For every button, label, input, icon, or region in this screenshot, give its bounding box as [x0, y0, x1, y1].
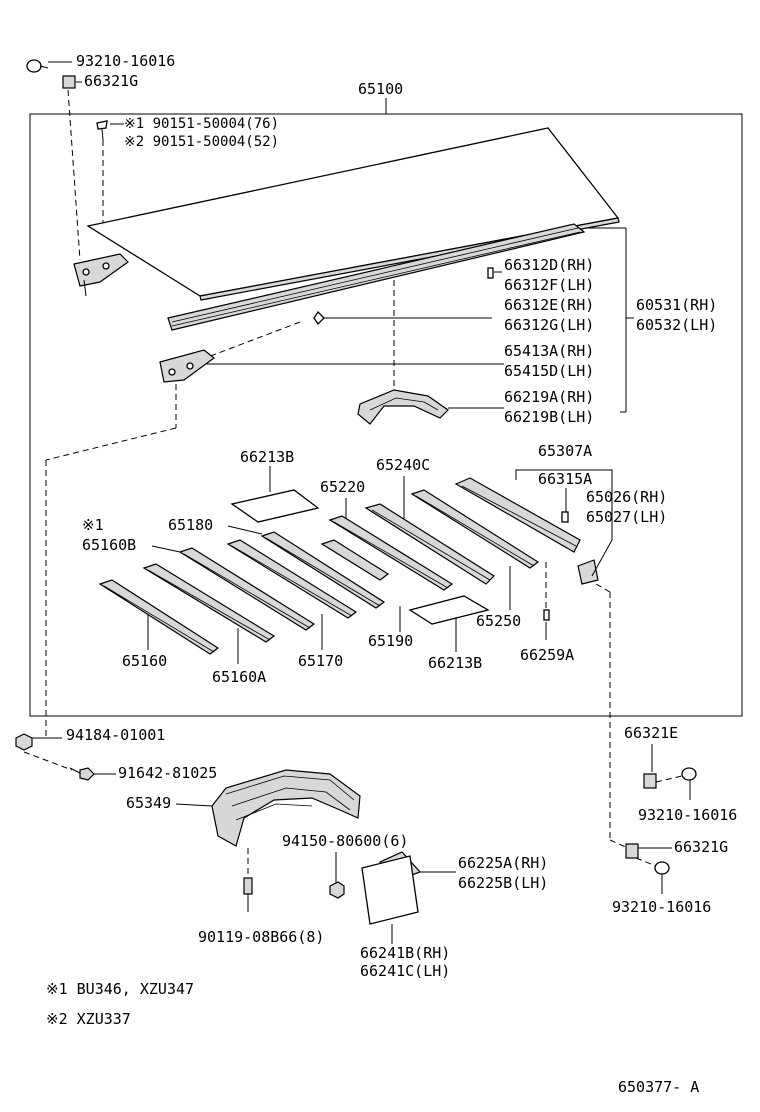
bolt-right-2-label: 93210-16016: [612, 898, 711, 916]
nut-top-left-label: 66321G: [84, 72, 138, 90]
seal-66312e-icon: [313, 310, 325, 326]
nut-66321e-label: 66321E: [624, 724, 678, 742]
sill-65307a-label: 65307A: [538, 442, 592, 460]
bolt-top-left-label: 93210-16016: [76, 52, 175, 70]
leader: [227, 525, 263, 535]
member-65250-icon: [410, 489, 540, 569]
bracket-line: [515, 469, 613, 540]
dashed-guide: [609, 839, 629, 849]
leader: [151, 545, 181, 553]
bracket-65026-icon: [577, 559, 599, 585]
part-65026-label: 65026(RH): [586, 488, 667, 506]
seal-lh-1-label: 66312F(LH): [504, 276, 594, 294]
member-65160-label: 65160: [122, 652, 167, 670]
pad-bottom-icon: [408, 595, 490, 625]
mudguard-65349-icon: [211, 769, 361, 847]
bracket-lh-label: 65415D(LH): [504, 362, 594, 380]
member-65220-label: 65220: [320, 478, 365, 496]
footnote-2: ※2 XZU337: [46, 1010, 131, 1028]
nut-top-left-icon: [62, 75, 76, 89]
note-1-label: ※1: [82, 516, 104, 534]
bolt-90119-icon: [243, 877, 253, 912]
bracket-66225b-label: 66225B(LH): [458, 874, 548, 892]
part-66315a-icon: [561, 511, 569, 523]
seal-66312d-icon: [487, 267, 494, 279]
pad-top-icon: [230, 489, 320, 523]
dashed-guide: [45, 427, 177, 461]
member-65250-label: 65250: [476, 612, 521, 630]
part-66259a-icon: [543, 609, 550, 621]
member-65170-icon: [226, 539, 358, 619]
member-65240c-icon: [364, 503, 495, 585]
seal-rh-2-label: 66312E(RH): [504, 296, 594, 314]
rail-60531-icon: [167, 223, 586, 331]
bolt-right-2-icon: [654, 861, 670, 875]
bolt-91642-label: 91642-81025: [118, 764, 217, 782]
figure-id: 650377- A: [618, 1078, 699, 1096]
bracket-65413a-icon: [159, 349, 215, 383]
rail-rh-label: 60531(RH): [636, 296, 717, 314]
dashed-guide: [23, 751, 73, 771]
rail-lh-label: 60532(LH): [636, 316, 717, 334]
screw-2-label: ※2 90151-50004(52): [124, 134, 279, 150]
seal-rh-1-label: 66312D(RH): [504, 256, 594, 274]
member-65160-icon: [98, 579, 220, 655]
frame-66219a-icon: [357, 389, 449, 425]
bolt-right-1-label: 93210-16016: [638, 806, 737, 824]
flap-66241c-label: 66241C(LH): [360, 962, 450, 980]
hinge-left-icon: [73, 253, 129, 297]
part-65027-label: 65027(LH): [586, 508, 667, 526]
deck-panel: [86, 127, 620, 301]
member-65180-icon: [260, 531, 386, 609]
dashed-guide: [199, 321, 301, 361]
frame-rh-label: 66219A(RH): [504, 388, 594, 406]
pad-bottom-label: 66213B: [428, 654, 482, 672]
flap-66241b-label: 66241B(RH): [360, 944, 450, 962]
screw-1-label: ※1 90151-50004(76): [124, 116, 279, 132]
mudguard-label: 65349: [126, 794, 171, 812]
nut-94184-icon: [15, 733, 33, 751]
footnote-1: ※1 BU346, XZU347: [46, 980, 194, 998]
bracket-66225a-label: 66225A(RH): [458, 854, 548, 872]
mudflap-66241-icon: [361, 855, 419, 925]
nut-66321g-right-icon: [625, 843, 639, 859]
nut-94184-label: 94184-01001: [66, 726, 165, 744]
pad-top-label: 66213B: [240, 448, 294, 466]
leader: [591, 539, 613, 577]
nut-66321g-right-label: 66321G: [674, 838, 728, 856]
bracket-rh-label: 65413A(RH): [504, 342, 594, 360]
member-65220-icon: [328, 515, 454, 591]
dashed-guide: [595, 583, 611, 593]
nut-66321e-icon: [643, 773, 657, 789]
bolt-91642-icon: [69, 767, 95, 781]
bolt-right-1-icon: [681, 767, 697, 781]
leader: [175, 803, 213, 807]
member-65160b-icon: [178, 547, 316, 631]
seal-lh-2-label: 66312G(LH): [504, 316, 594, 334]
member-65190-label: 65190: [368, 632, 413, 650]
sill-65307a-icon: [454, 477, 581, 553]
dashed-guide: [655, 775, 683, 783]
member-65170-label: 65170: [298, 652, 343, 670]
screw-icon: [96, 120, 108, 141]
member-65190-icon: [320, 539, 390, 581]
dashed-guide: [67, 89, 81, 261]
bolt-90119-label: 90119-08B66(8): [198, 928, 324, 946]
frame-lh-label: 66219B(LH): [504, 408, 594, 426]
member-65160a-label: 65160A: [212, 668, 266, 686]
member-65240c-label: 65240C: [376, 456, 430, 474]
member-65160b-label: 65160B: [82, 536, 136, 554]
member-65160a-icon: [142, 563, 276, 643]
nut-94150-label: 94150-80600(6): [282, 832, 408, 850]
member-65180-label: 65180: [168, 516, 213, 534]
assembly-number: 65100: [358, 80, 403, 98]
bolt-top-left-icon: [26, 59, 49, 73]
part-66259a-label: 66259A: [520, 646, 574, 664]
nut-94150-icon: [329, 881, 345, 899]
dashed-guide: [635, 857, 657, 867]
part-66315a-label: 66315A: [538, 470, 592, 488]
